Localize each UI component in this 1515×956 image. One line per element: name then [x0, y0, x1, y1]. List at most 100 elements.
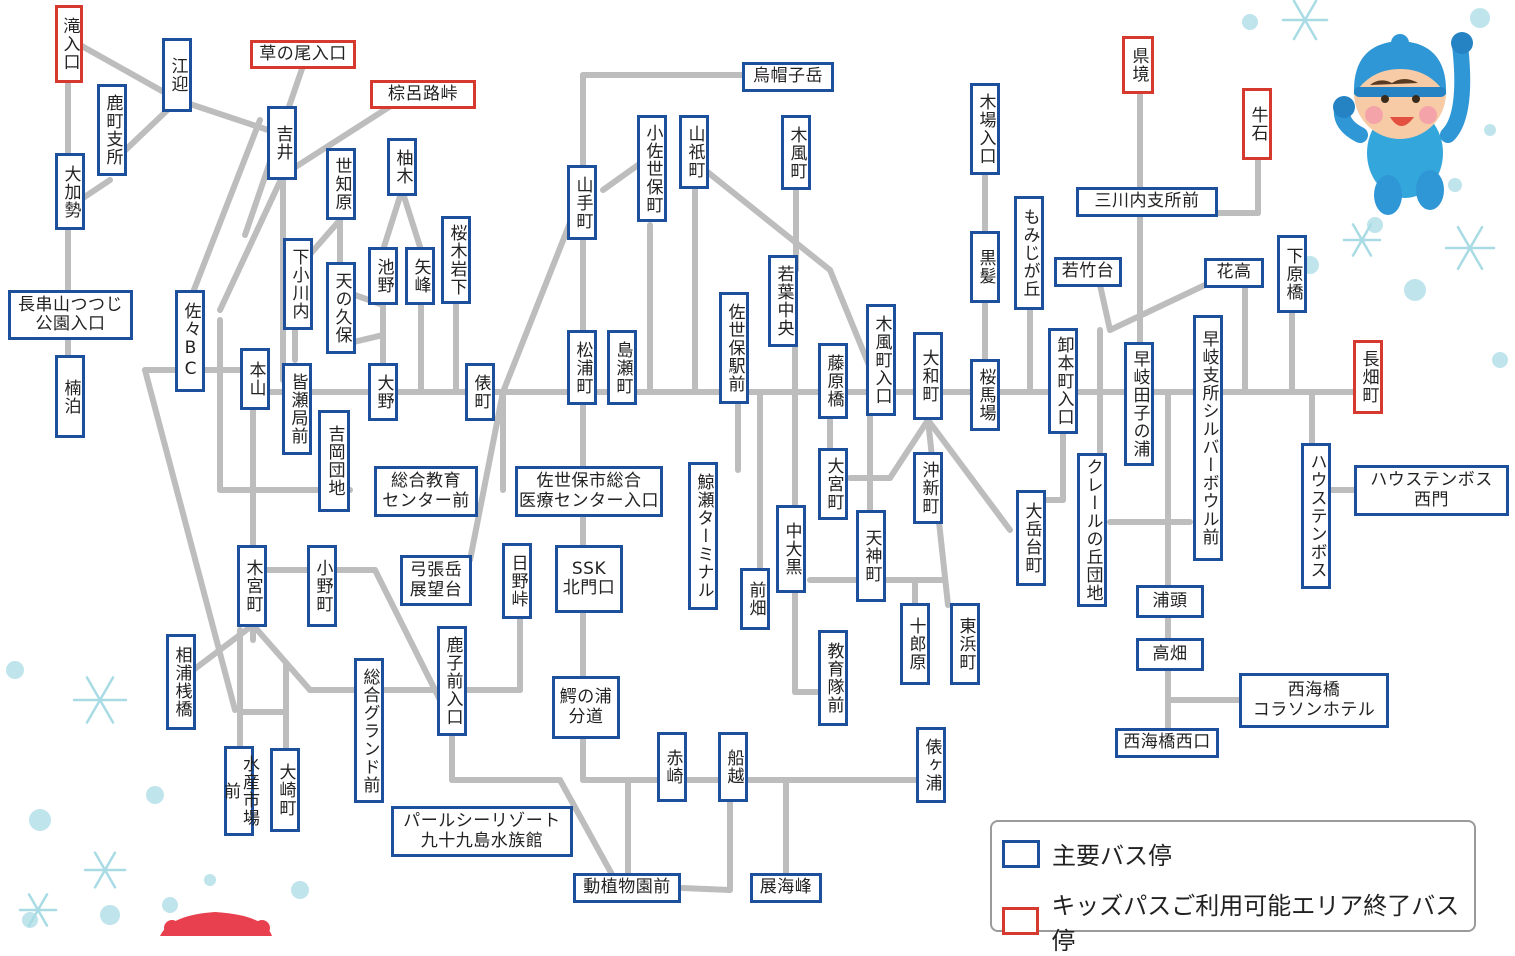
bus-stop: 十郎原 [900, 603, 930, 685]
bus-stop: 木風町入口 [866, 304, 896, 416]
bus-stop: 西海橋 コラソンホテル [1239, 673, 1389, 728]
red-mascot-head [160, 912, 272, 936]
bus-stop: 俵町 [465, 363, 495, 421]
snow-dot [1448, 178, 1462, 192]
bus-stop: 天の久保 [326, 262, 356, 354]
route-line [280, 97, 403, 178]
bus-stop: 大和町 [913, 332, 943, 420]
legend: 主要バス停 キッズパスご利用可能エリア終了バス停 [990, 820, 1476, 955]
route-line [1097, 282, 1113, 333]
bus-stop: 鯨瀬ターミナル [688, 462, 718, 610]
bus-stop: 佐世保駅前 [719, 292, 749, 404]
bus-stop: 大崎町 [270, 748, 300, 832]
bus-stop: 船越 [718, 732, 748, 802]
legend-end-row: キッズパスご利用可能エリア終了バス停 [1002, 886, 1474, 956]
bus-stop: 卸本町入口 [1048, 328, 1078, 434]
bus-stop: 大加勢 [55, 153, 85, 230]
route-line [217, 172, 286, 313]
terminal-bus-stop: 県境 [1122, 36, 1154, 94]
bus-stop: 沖新町 [913, 452, 943, 524]
route-line [1107, 282, 1208, 333]
route-line [399, 187, 424, 253]
bus-stop: 若竹台 [1054, 257, 1122, 287]
bus-stop: 総合グランド前 [354, 658, 384, 803]
route-line [77, 42, 181, 103]
bus-stop: 松浦町 [567, 330, 597, 405]
snowflake-icon [83, 851, 127, 889]
bus-stop: 黒髪 [970, 231, 1000, 303]
bus-stop: 鹿町支所 [97, 84, 127, 176]
route-line [887, 417, 931, 481]
snowflake-icon [18, 893, 58, 927]
bus-stop: 総合教育 センター前 [374, 466, 478, 517]
bus-stop: 桜木岩下 [441, 216, 471, 304]
bus-stop: 弓張岳 展望台 [400, 555, 472, 606]
terminal-bus-stop: 棕呂路峠 [370, 80, 476, 109]
route-line [467, 389, 506, 563]
snow-dot [1242, 14, 1258, 30]
bus-stop: 池野 [368, 247, 398, 305]
bus-stop: もみじが丘 [1014, 196, 1044, 310]
bus-stop: SSK 北門口 [555, 545, 623, 613]
route-line [679, 885, 733, 893]
snow-dot [6, 661, 24, 679]
bus-stop: 西海橋西口 [1115, 728, 1219, 758]
end-stop-swatch [1002, 907, 1040, 935]
snow-dot [162, 897, 178, 913]
bus-stop: 早岐支所シルバーボウル前 [1193, 315, 1223, 561]
bus-stop: 吉井 [267, 106, 297, 180]
bus-stop: 早岐田子の浦 [1124, 342, 1154, 466]
bus-stop: 島瀬町 [607, 330, 637, 405]
bus-stop: 鹿子前入口 [437, 626, 467, 736]
bus-stop: 大岳台町 [1016, 490, 1046, 586]
route-line [187, 117, 263, 303]
bus-stop: 山祇町 [679, 115, 709, 189]
bus-stop: クレールの丘団地 [1077, 453, 1107, 607]
bus-stop: 桜馬場 [970, 359, 1000, 431]
legend-end-label: キッズパスご利用可能エリア終了バス停 [1051, 892, 1460, 955]
snow-dot [146, 786, 164, 804]
bus-stop: 小佐世保町 [637, 115, 667, 222]
bus-stop: 水産市場前 [220, 746, 259, 836]
bus-stop: 教育隊前 [818, 630, 848, 726]
bus-stop: 花高 [1204, 258, 1264, 288]
snow-dot [1367, 217, 1383, 233]
legend-main-row: 主要バス停 [1002, 836, 1172, 871]
snow-dot [1404, 279, 1426, 301]
bus-stop: 中大黒 [776, 505, 806, 593]
bus-stop: 若葉中央 [768, 255, 798, 347]
bus-stop: 大宮町 [818, 448, 848, 520]
bus-stop: 木場入口 [970, 83, 1000, 175]
bus-stop: 東浜町 [950, 603, 980, 685]
snow-dot [29, 809, 51, 831]
bus-stop: 日野峠 [502, 543, 532, 619]
terminal-bus-stop: 滝入口 [55, 5, 83, 83]
bus-stop: 本山 [240, 348, 270, 410]
route-line [925, 417, 1013, 533]
snow-dot [204, 874, 216, 886]
route-line [557, 777, 618, 883]
bus-stop: 動植物園前 [573, 873, 681, 903]
bus-stop: 浦頭 [1136, 585, 1204, 618]
bus-stop: 展海峰 [750, 873, 822, 903]
bus-stop: ハウステンボス 西門 [1354, 465, 1509, 516]
bus-stop: 三川内支所前 [1076, 187, 1218, 217]
snow-dot [1492, 352, 1508, 368]
bus-stop: 木風町 [781, 115, 811, 190]
bus-stop: 山手町 [567, 165, 597, 240]
snow-dot [291, 881, 309, 899]
bus-stop: 藤原橋 [818, 343, 848, 419]
bus-stop: 俵ヶ浦 [916, 727, 946, 803]
bus-stop: 小野町 [307, 545, 337, 627]
terminal-bus-stop: 草の尾入口 [250, 40, 356, 69]
bus-stop: 佐世保市総合 医療センター入口 [515, 466, 663, 517]
bus-stop: 前畑 [740, 568, 770, 630]
bus-stop: 佐々BC [175, 290, 205, 392]
bus-stop: 天神町 [856, 510, 886, 602]
snowflake-icon [1281, 0, 1329, 41]
bus-stop: 吉岡団地 [318, 410, 350, 512]
terminal-bus-stop: 長畑町 [1353, 340, 1383, 414]
bus-stop: 鰐の浦 分道 [552, 676, 620, 739]
snowflake-icon [72, 676, 128, 724]
route-line [250, 622, 313, 693]
